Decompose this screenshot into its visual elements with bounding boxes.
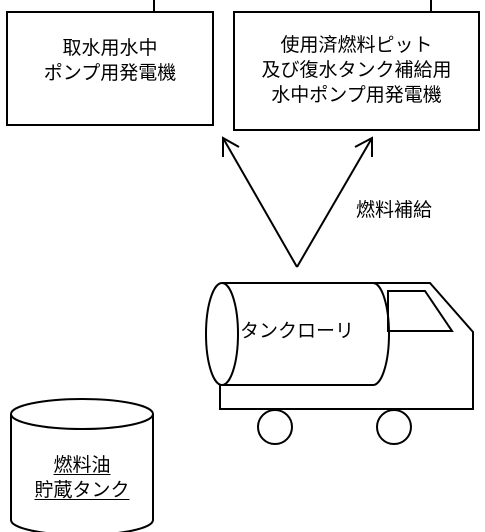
- tank-lorry-label: タンクローリ: [240, 320, 355, 342]
- truck-wheel-front: [376, 409, 412, 445]
- pit-generator-label: 使用済燃料ピット 及び復水タンク補給用 水中ポンプ用発電機: [234, 33, 479, 108]
- storage-tank-top: [10, 398, 154, 430]
- intake-generator-line1: 取水用水中: [62, 37, 158, 59]
- truck-wheel-rear: [257, 409, 293, 445]
- truck-chassis: [219, 385, 474, 410]
- truck-window: [387, 290, 454, 332]
- arrow-to-intake-generator: [222, 137, 298, 268]
- pit-generator-line1: 使用済燃料ピット: [280, 34, 433, 56]
- intake-generator-label: 取水用水中 ポンプ用発電機: [7, 36, 213, 86]
- storage-tank-body: [10, 414, 154, 532]
- pit-generator-box: [233, 11, 480, 131]
- truck-cab: [374, 282, 474, 385]
- arrow-to-pit-generator: [296, 137, 373, 268]
- storage-tank-label: 燃料油 貯蔵タンク: [11, 453, 153, 503]
- arrowhead-left: [222, 136, 240, 157]
- storage-tank-line1: 燃料油: [53, 454, 111, 476]
- fuel-supply-label: 燃料補給: [356, 199, 433, 221]
- pit-generator-line2: 及び復水タンク補給用: [261, 59, 452, 81]
- pit-generator-line3: 水中ポンプ用発電機: [271, 84, 442, 106]
- truck-tank: [222, 282, 390, 386]
- truck-tank-front: [205, 282, 239, 386]
- intake-generator-line2: ポンプ用発電機: [43, 62, 177, 84]
- storage-tank-line2: 貯蔵タンク: [34, 479, 130, 501]
- intake-generator-box: [6, 11, 214, 126]
- arrowhead-right: [354, 136, 373, 157]
